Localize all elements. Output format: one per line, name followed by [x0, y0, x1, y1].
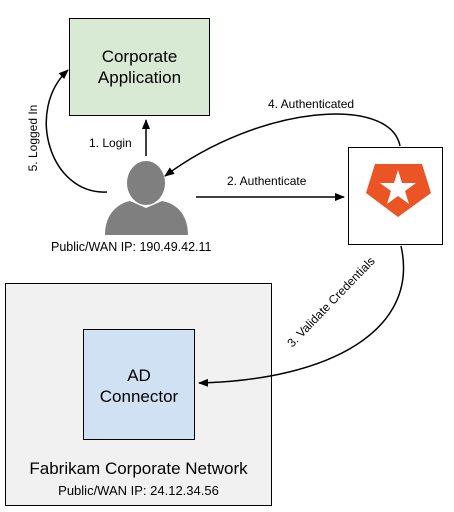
corporate-application-label-line1: Corporate [101, 47, 178, 66]
edge-validate-arrow [198, 245, 405, 387]
corporate-network-ip: Public/WAN IP: 24.12.34.56 [58, 483, 219, 498]
edge-authenticated-arrow [164, 113, 401, 177]
edge-authenticate-label: 2. Authenticate [227, 174, 307, 188]
ad-connector-label-line1: AD [127, 366, 151, 385]
edge-logged-in-arrow [45, 69, 108, 193]
corporate-application-node: Corporate Application [69, 18, 210, 116]
auth0-shield-star-icon [366, 164, 431, 217]
ad-connector-label: AD Connector [84, 365, 194, 407]
edge-authenticated-label: 4. Authenticated [268, 97, 355, 111]
ad-connector-node: AD Connector [83, 329, 195, 440]
edge-login-label: 1. Login [89, 136, 132, 150]
ad-connector-label-line2: Connector [99, 387, 179, 406]
edge-logged-in-label: 5. Logged In [26, 104, 40, 172]
user-ip-label: Public/WAN IP: 190.49.42.11 [51, 240, 212, 254]
corporate-application-label-line2: Application [97, 68, 182, 87]
corporate-application-label: Corporate Application [70, 46, 209, 88]
user-icon [105, 161, 188, 235]
corporate-network-title: Fabrikam Corporate Network [29, 459, 248, 478]
